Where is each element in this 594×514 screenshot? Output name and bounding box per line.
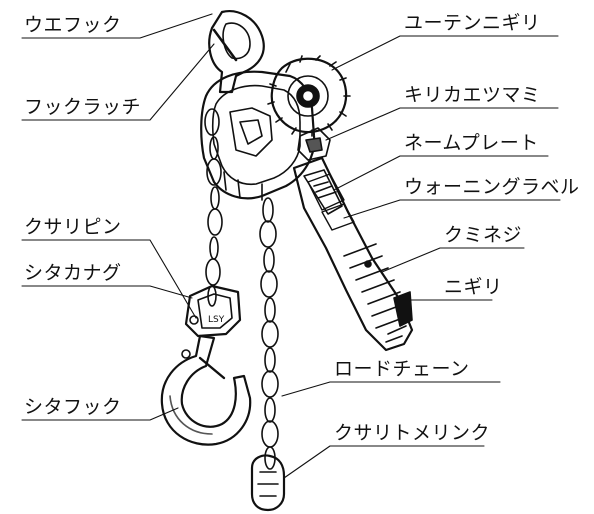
leader-lines <box>21 13 561 479</box>
lever-handle <box>292 156 414 352</box>
label-grip: ニギリ <box>444 276 503 298</box>
label-chain-pin: クサリピン <box>24 216 122 238</box>
selector-knob-shape <box>297 127 331 161</box>
label-top-hook: ウエフック <box>24 14 122 36</box>
label-hook-latch: フックラッチ <box>24 96 142 118</box>
load-chain-shape <box>259 197 279 470</box>
label-load-chain: ロードチェーン <box>334 358 470 380</box>
bottom-block-shape: LSY <box>184 284 242 338</box>
slack-link-shape <box>250 454 286 512</box>
label-warning-label: ウォーニングラベル <box>404 176 580 198</box>
label-bottom-hook: シタフック <box>24 396 122 418</box>
label-bottom-block: シタカナグ <box>24 262 122 284</box>
svg-text:LSY: LSY <box>208 315 225 325</box>
label-selector-knob: キリカエツマミ <box>404 84 541 106</box>
label-slack-link: クサリトメリンク <box>334 422 491 444</box>
bottom-hook-shape <box>160 334 252 446</box>
grip-knob-shape <box>267 55 351 137</box>
label-name-plate: ネームプレート <box>404 132 539 154</box>
label-lock-screw: クミネジ <box>444 224 523 246</box>
label-grip-knob: ユーテンニギリ <box>404 12 541 34</box>
top-hook-shape <box>208 10 265 94</box>
